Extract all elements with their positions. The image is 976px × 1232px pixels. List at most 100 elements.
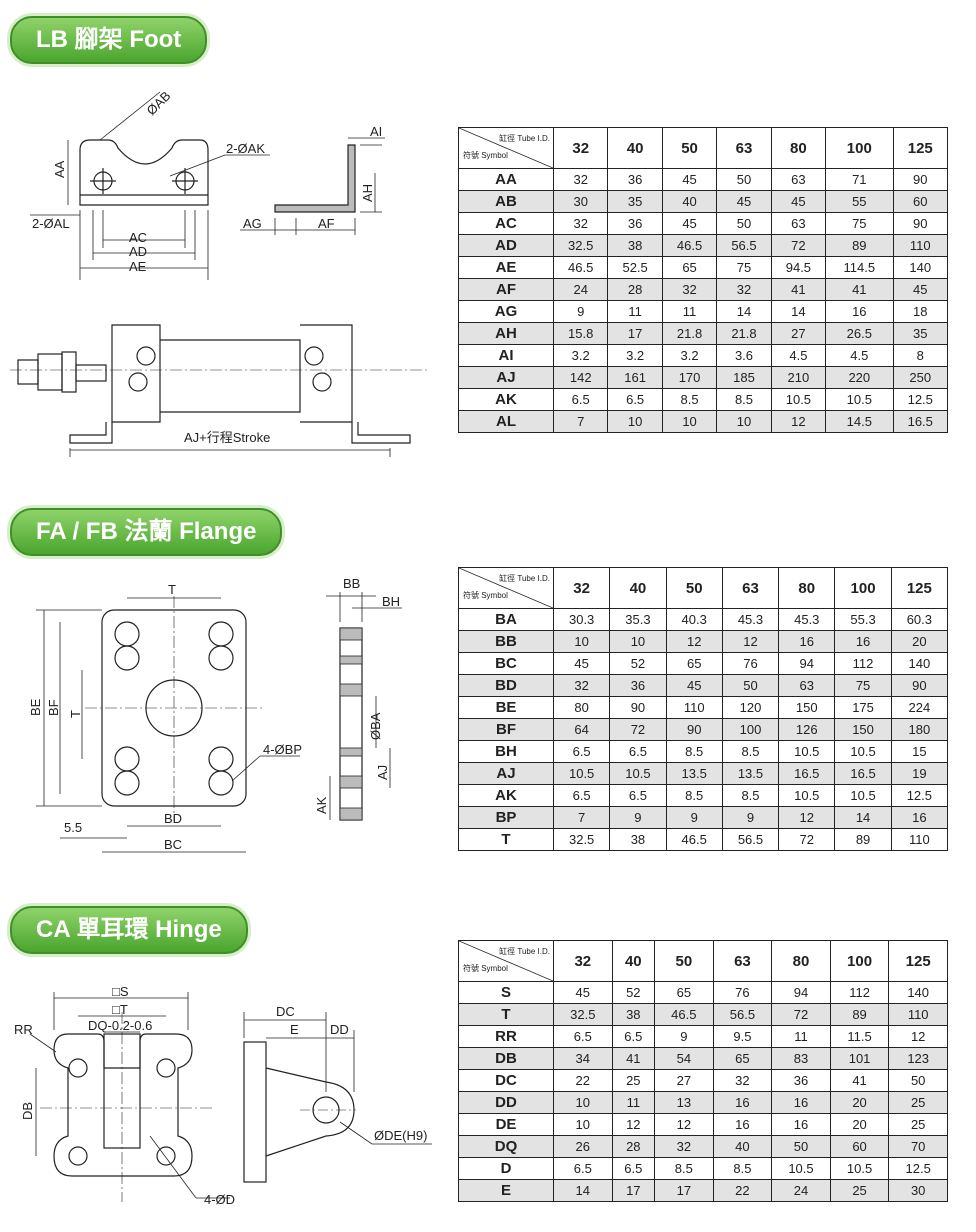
- table-cell: 65: [661, 256, 718, 279]
- table-cell: 32.5: [552, 234, 609, 257]
- dim-bf: BF: [46, 699, 61, 716]
- table-cell: 32: [654, 1135, 714, 1158]
- table-cell: 65: [712, 1047, 773, 1070]
- table-cell: 75: [716, 256, 772, 279]
- row-symbol: DC: [458, 1069, 554, 1092]
- table-cell: 30: [888, 1179, 948, 1202]
- row-symbol: AE: [458, 256, 554, 279]
- table-cell: 56.5: [716, 234, 772, 257]
- column-header: 32: [553, 940, 613, 982]
- row-symbol: BP: [458, 806, 554, 829]
- table-cell: 72: [778, 828, 836, 851]
- table-cell: 22: [553, 1069, 613, 1092]
- table-cell: 25: [888, 1113, 948, 1136]
- row-symbol: AC: [458, 212, 554, 235]
- table-cell: 56.5: [721, 828, 780, 851]
- dim-bd: BD: [164, 811, 182, 826]
- table-cell: 170: [661, 366, 718, 389]
- row-symbol: DD: [458, 1091, 554, 1114]
- column-header: 80: [771, 940, 831, 982]
- table-cell: 90: [609, 696, 667, 719]
- dim-ah: AH: [360, 184, 375, 202]
- row-symbol: AB: [458, 190, 554, 213]
- table-cell: 45: [716, 190, 772, 213]
- dim-ba: ØBA: [368, 712, 383, 740]
- row-symbol: BD: [458, 674, 554, 697]
- table-cell: 46.5: [552, 256, 609, 279]
- table-cell: 40: [661, 190, 718, 213]
- dim-t: T: [168, 582, 176, 597]
- table-cell: 16.5: [834, 762, 892, 785]
- table-cell: 112: [829, 981, 890, 1004]
- table-cell: 55: [825, 190, 894, 213]
- table-cell: 24: [771, 1179, 831, 1202]
- table-cell: 63: [770, 168, 827, 191]
- table-cell: 6.5: [553, 1025, 613, 1048]
- table-cell: 50: [771, 1135, 831, 1158]
- table-cell: 63: [770, 212, 827, 235]
- table-cell: 21.8: [661, 322, 718, 345]
- table-cell: 10.5: [829, 1157, 890, 1180]
- row-symbol: DB: [458, 1047, 554, 1070]
- table-cell: 60: [829, 1135, 890, 1158]
- table-cell: 123: [888, 1047, 948, 1070]
- dim-bb: BB: [343, 576, 360, 591]
- table-cell: 9: [609, 806, 667, 829]
- table-cell: 10.5: [825, 388, 894, 411]
- table-cell: 6.5: [552, 388, 609, 411]
- table-cell: 70: [888, 1135, 948, 1158]
- row-symbol: AJ: [458, 762, 554, 785]
- row-symbol: BE: [458, 696, 554, 719]
- table-cell: 40.3: [665, 608, 723, 631]
- table-cell: 46.5: [654, 1003, 714, 1026]
- table-cell: 52: [609, 652, 667, 675]
- table-cell: 94.5: [770, 256, 827, 279]
- corner-tube-label: 缸徑 Tube I.D.: [499, 574, 550, 583]
- row-symbol: BA: [458, 608, 554, 631]
- table-cell: 14: [553, 1179, 613, 1202]
- dim-aa: AA: [52, 160, 67, 178]
- table-cell: 12: [721, 630, 780, 653]
- table-cell: 10.5: [778, 740, 836, 763]
- table-cell: 60: [892, 190, 948, 213]
- dim-ag: AG: [243, 216, 262, 231]
- table-cell: 6.5: [611, 1025, 656, 1048]
- dim-rr: RR: [14, 1022, 33, 1037]
- table-cell: 45: [665, 674, 723, 697]
- table-cell: 50: [716, 168, 772, 191]
- table-cell: 10.5: [778, 784, 836, 807]
- table-cell: 10.5: [552, 762, 611, 785]
- column-header: 80: [778, 567, 836, 609]
- table-cell: 110: [890, 828, 949, 851]
- table-cell: 120: [721, 696, 780, 719]
- table-cell: 140: [888, 981, 948, 1004]
- table-cell: 250: [892, 366, 948, 389]
- table-cell: 15: [890, 740, 949, 763]
- table-cell: 90: [890, 674, 949, 697]
- table-cell: 10.5: [770, 388, 827, 411]
- table-cell: 6.5: [609, 784, 667, 807]
- table-cell: 65: [665, 652, 723, 675]
- row-symbol: AG: [458, 300, 554, 323]
- table-cell: 17: [611, 1179, 656, 1202]
- table-cell: 45: [553, 981, 613, 1004]
- table-cell: 185: [716, 366, 772, 389]
- table-cell: 28: [611, 1135, 656, 1158]
